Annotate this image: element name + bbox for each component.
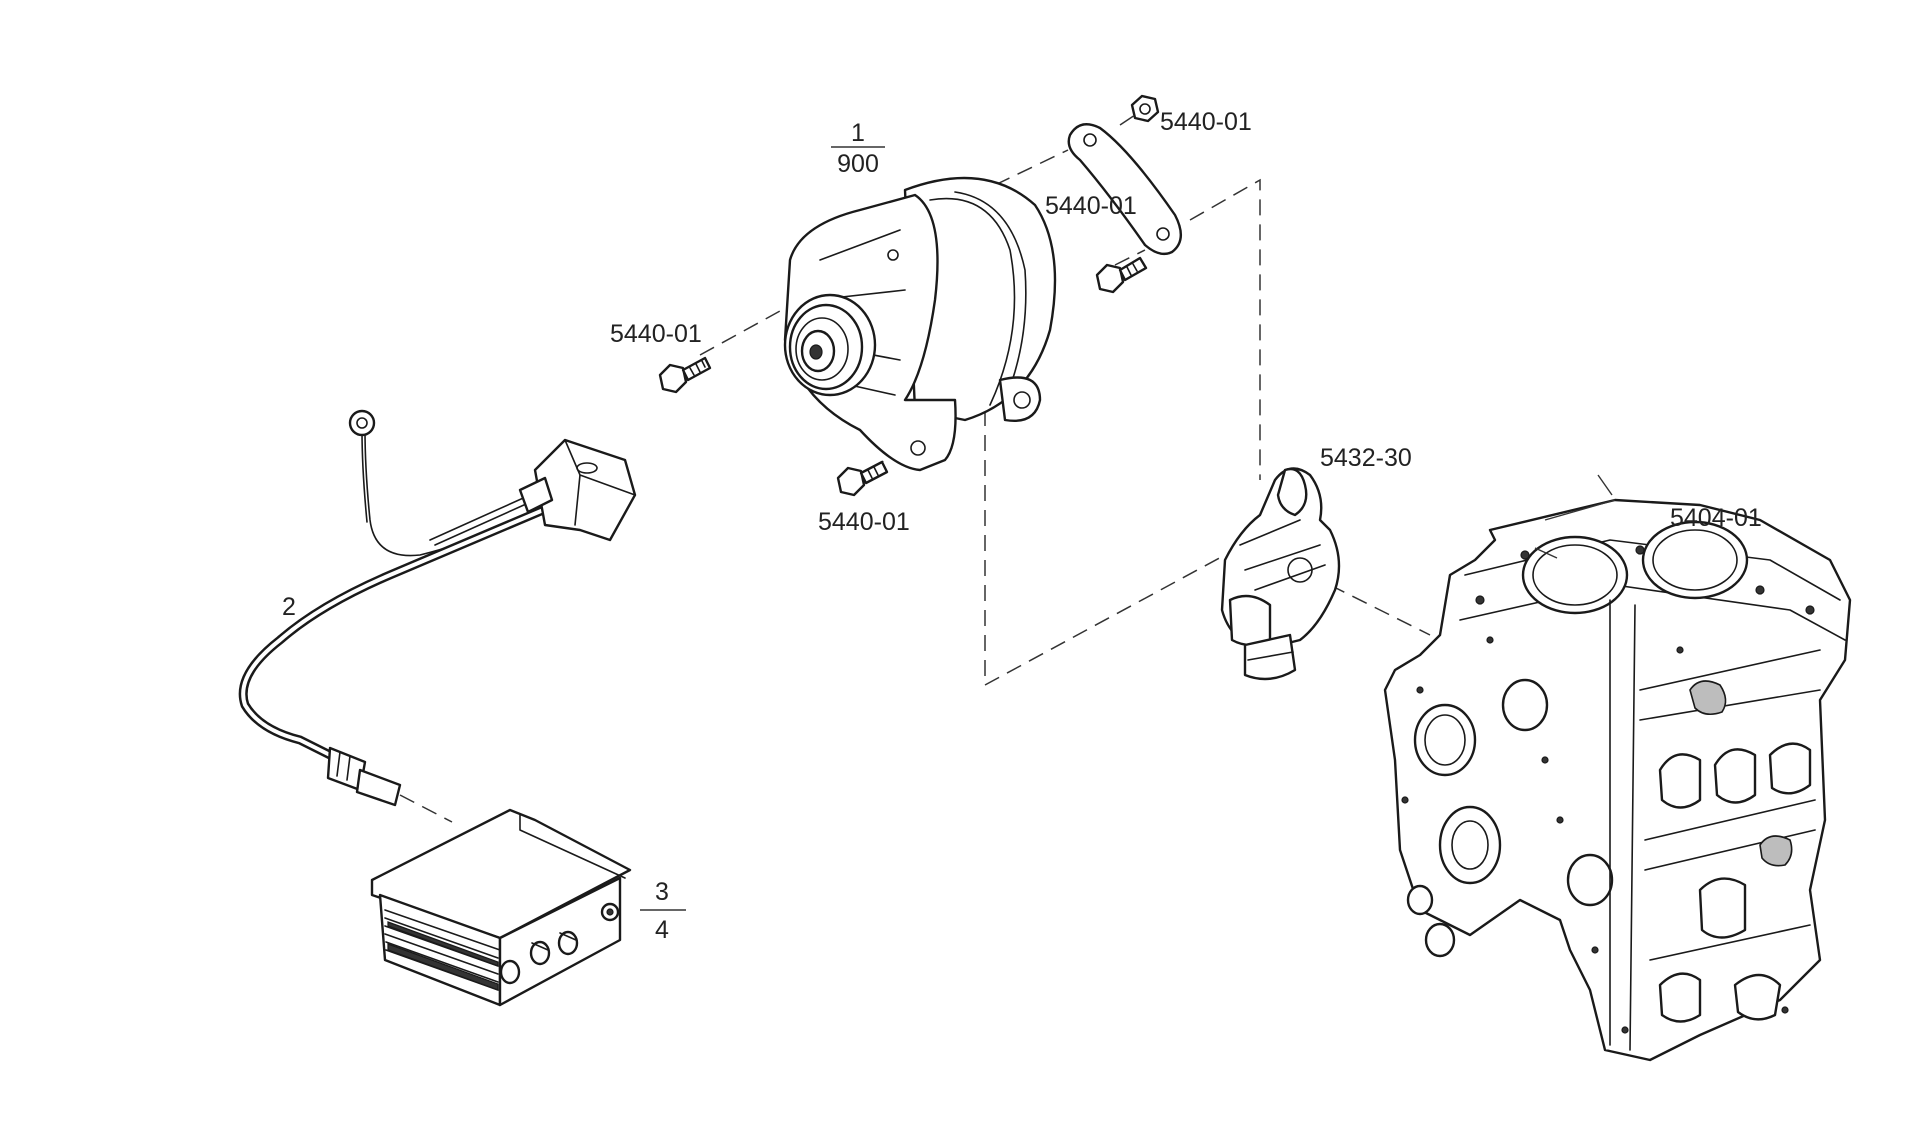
bottom-bolt-part-label: 5440-01 xyxy=(818,508,910,536)
bracket-part-label: 5440-01 xyxy=(1045,192,1137,220)
alternator-icon xyxy=(783,176,1057,472)
alternator-number-label: 1 xyxy=(851,119,865,147)
alternator-quantity-label: 900 xyxy=(837,150,879,178)
regulator-quantity-label: 4 xyxy=(655,916,669,944)
bracket-icon xyxy=(1067,123,1182,256)
bolt-icon xyxy=(658,356,712,394)
harness-number-label: 2 xyxy=(282,593,296,621)
pump-part-label: 5432-30 xyxy=(1320,444,1412,472)
nut-icon xyxy=(1130,94,1160,123)
regulator-number-label: 3 xyxy=(655,878,669,906)
engine-block-part-label: 5404-01 xyxy=(1670,504,1762,532)
leader-lines xyxy=(1534,474,1616,559)
engine-block-icon xyxy=(1383,498,1852,1062)
part-labels: 1 900 5440-01 5440-01 5440-01 5440-01 54… xyxy=(282,108,1762,944)
nut-part-label: 5440-01 xyxy=(1160,108,1252,136)
assembly-lines xyxy=(399,114,1431,823)
bolt-icon xyxy=(1095,256,1148,294)
pump-icon xyxy=(1220,467,1341,681)
left-bolt-part-label: 5440-01 xyxy=(610,320,702,348)
wiring-harness-icon xyxy=(238,409,637,807)
regulator-box-icon xyxy=(370,808,632,1007)
bolt-icon xyxy=(836,460,889,497)
